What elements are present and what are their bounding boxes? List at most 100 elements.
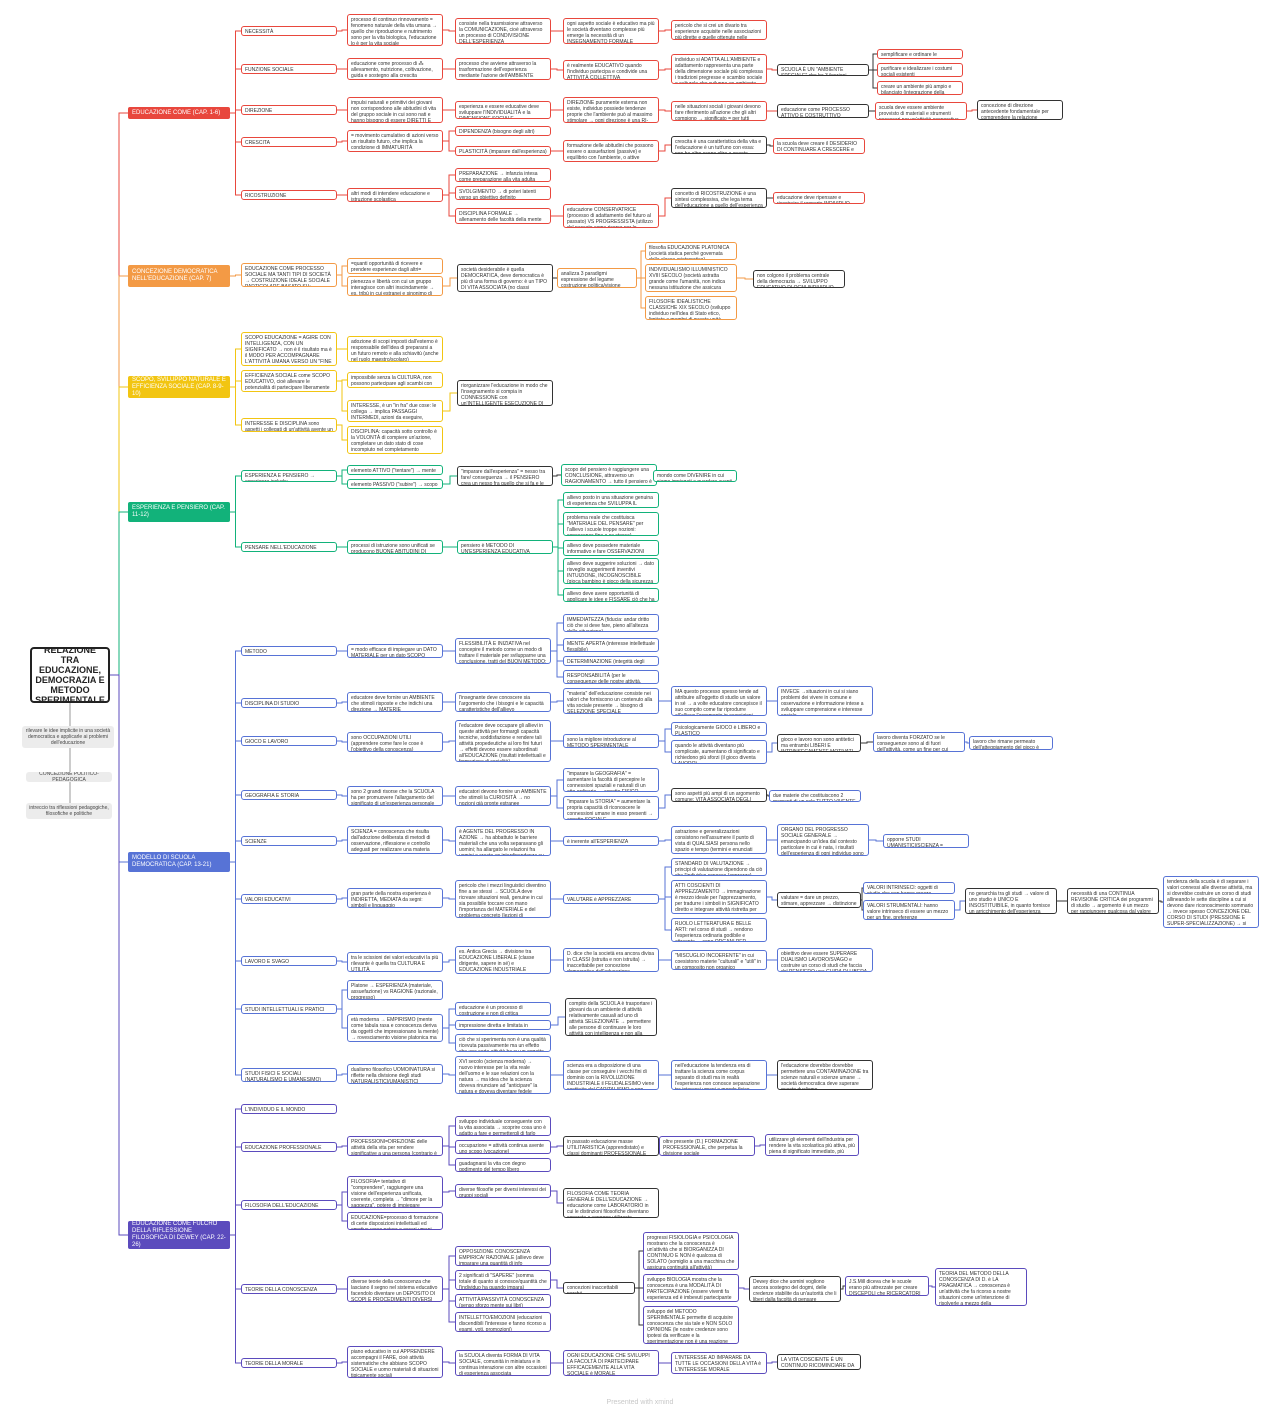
topic-r5b[interactable]: PREPARAZIONE → infanzia intesa come prep…	[455, 168, 551, 182]
topic-g6[interactable]: mondo come DIVENIRE in cui siamo impiega…	[653, 470, 737, 482]
branch-green[interactable]: ESPERIENZA E PENSIERO (CAP. 11-12)	[128, 502, 230, 522]
topic-y3[interactable]: INTERESSE E DISCIPLINA sono aspetti i co…	[241, 418, 337, 432]
topic-p2a[interactable]: PROFESSIONI=DIREZIONE delle attività del…	[347, 1136, 443, 1156]
topic-b7d[interactable]: "MISCUGLIO INCOERENTE" in cui coesistono…	[671, 950, 767, 970]
topic-b3b[interactable]: l'educatore deve occupare gli allievi in…	[455, 720, 551, 762]
topic-o5[interactable]: analizza 3 paradigmi espressione del leg…	[557, 268, 637, 288]
topic-b9[interactable]: STUDI FISICI E SOCIALI (NATURALISMO E UM…	[241, 1068, 337, 1082]
topic-r4c[interactable]: PLASTICITÀ (imparare dall'esperienza)	[455, 146, 551, 156]
topic-r5[interactable]: RICOSTRUZIONE	[241, 190, 337, 200]
topic-b4f[interactable]: due materie che costituiscono 2 momenti …	[769, 790, 861, 802]
topic-p4[interactable]: TEORIE DELLA CONOSCENZA	[241, 1284, 337, 1294]
topic-b3[interactable]: GIOCO E LAVORO	[241, 736, 337, 746]
topic-p4e[interactable]: Dewey dice che uomini vogliono ancora so…	[749, 1276, 841, 1302]
topic-r2f1[interactable]: semplificare e ordinare le disposizioni	[877, 49, 963, 59]
topic-p3b[interactable]: EDUCAZIONE=processo di formazione di cer…	[347, 1212, 443, 1230]
topic-y5[interactable]: impossibile senza la CULTURA, non posson…	[347, 372, 443, 388]
topic-o1[interactable]: EDUCAZIONE COME PROCESSO SOCIALE MA TANT…	[241, 263, 337, 287]
topic-b1c3[interactable]: DETERMINAZIONE (integrità degli scopi)	[563, 656, 659, 666]
topic-b4d[interactable]: "imparare la STORIA" = aumentare la prop…	[563, 796, 659, 820]
topic-b6b[interactable]: pericolo che i mezzi linguistici diventi…	[455, 880, 551, 918]
topic-r2e[interactable]: SCUOLA È UN "AMBIENTE SPECIALE" che ha 3…	[777, 64, 869, 76]
topic-r2a[interactable]: educazione come processo di ⁂ allevament…	[347, 58, 443, 80]
topic-p5e[interactable]: LA VITA COSCIENTE È UN CONTINUO RICOMINC…	[777, 1354, 861, 1370]
topic-p4a[interactable]: diverse teorie della conoscenza che lasc…	[347, 1276, 443, 1302]
topic-o8[interactable]: FILOSOFIE IDEALISTICHE CLASSICHE XIX SEC…	[645, 296, 737, 320]
topic-b2[interactable]: DISCIPLINA DI STUDIO	[241, 698, 337, 708]
topic-g1[interactable]: ESPERIENZA E PENSIERO → esperienza inclu…	[241, 470, 337, 482]
topic-y8[interactable]: riorganizzare l'educazione in modo che l…	[457, 380, 553, 406]
topic-g7[interactable]: PENSARE NELL'EDUCAZIONE	[241, 542, 337, 552]
topic-b1c4[interactable]: RESPONSABILITÀ (per le conseguenze delle…	[563, 670, 659, 684]
topic-p5b[interactable]: la SCUOLA diventa FORMA DI VITA SOCIALE,…	[455, 1350, 551, 1376]
topic-b3e[interactable]: quando le attività diventano più complic…	[671, 740, 767, 764]
topic-r1d[interactable]: pericolo che si crei un divario tra espe…	[671, 20, 767, 40]
topic-g8[interactable]: processi di istruzione sono unificati se…	[347, 540, 443, 554]
topic-b3c[interactable]: sono la migliore introduzione al METODO …	[563, 734, 659, 748]
topic-b6h[interactable]: VALORI INTRINSECI: oggetti di studio che…	[863, 882, 955, 894]
topic-g9[interactable]: pensiero è METODO DI UN'ESPERIENZA EDUCA…	[457, 540, 553, 554]
topic-g11[interactable]: problema reale che costituisca "MATERIAL…	[563, 512, 659, 536]
topic-b2d[interactable]: MA questo processo spesso tende ad attri…	[671, 686, 767, 716]
topic-p2b1[interactable]: sviluppo individuale conseguente con la …	[455, 1116, 551, 1136]
topic-b6d[interactable]: STANDARD DI VALUTAZIONE → principi di va…	[671, 858, 767, 876]
topic-r3b[interactable]: esperienza e essere educative deve svilu…	[455, 101, 551, 119]
topic-b9a[interactable]: dualismo filosofico UOMO/NATURA si rifle…	[347, 1064, 443, 1084]
topic-b6a[interactable]: gran parte della nostra esperienza è IND…	[347, 888, 443, 908]
topic-r2b[interactable]: processo che avviene attraverso la trasf…	[455, 58, 551, 80]
topic-b2e[interactable]: INVECE →situazioni in cui si siano probl…	[777, 686, 873, 716]
topic-b6c[interactable]: VALUTARE è APPREZZARE	[563, 894, 659, 904]
topic-g5[interactable]: scopo del pensiero è raggiungere una CON…	[561, 464, 657, 486]
topic-p4b3[interactable]: ATTIVITÀ/PASSIVITÀ CONOSCENZA (senso sfo…	[455, 1294, 551, 1308]
topic-g2[interactable]: elemento ATTIVO ("tentare") → mente	[347, 465, 443, 475]
topic-b9b[interactable]: XVI secolo (scienza moderna) → nuovo int…	[455, 1056, 551, 1094]
topic-p3c[interactable]: diverse filosofie per diversi interessi …	[455, 1184, 551, 1198]
topic-b2c[interactable]: "materia" dell'educazione consiste nei v…	[563, 688, 659, 714]
topic-b2b[interactable]: l'insegnante deve conoscere sia l'argome…	[455, 692, 551, 712]
topic-b6i[interactable]: VALORI STRUMENTALI: hanno valore intrins…	[863, 900, 955, 920]
topic-p4d2[interactable]: sviluppo BIOLOGIA mostra che la conoscen…	[643, 1274, 739, 1302]
topic-b7e[interactable]: obiettivo deve essere SUPERARE DUALISMO …	[777, 948, 873, 972]
topic-b8[interactable]: STUDI INTELLETTUALI E PRATICI	[241, 1004, 337, 1014]
topic-p4c[interactable]: concezioni inaccettabili perché	[563, 1282, 635, 1294]
topic-b6e[interactable]: ATTI COSCIENTI DI APPREZZAMENTO → immagi…	[671, 880, 767, 914]
topic-y4[interactable]: adozione di scopi imposti dall'esterno è…	[347, 336, 443, 362]
topic-p2d[interactable]: oltre presente (D.) FORMAZIONE PROFESSIO…	[659, 1136, 755, 1156]
topic-b1[interactable]: METODO	[241, 646, 337, 656]
topic-p4b2[interactable]: 2 significati di "SAPERE" (somma totale …	[455, 1270, 551, 1290]
topic-p2b3[interactable]: guadagnarsi la vita con degno godimento …	[455, 1158, 551, 1172]
topic-o9[interactable]: non colgono il problema centrale della d…	[753, 270, 845, 288]
topic-b8a[interactable]: Platone → ESPERIENZA (materiale, assuefa…	[347, 980, 443, 1000]
topic-b3f[interactable]: gioco e lavoro non sono antitetici ma en…	[777, 734, 861, 752]
side-note-2[interactable]: CONCEZIONE POLITICO-PEDAGOGICA	[26, 772, 112, 782]
topic-b1c2[interactable]: MENTE APERTA (interesse intellettuale fl…	[563, 638, 659, 652]
topic-p4f[interactable]: J.S.Mill diceva che le scuole erano più …	[845, 1276, 929, 1296]
topic-r2[interactable]: FUNZIONE SOCIALE	[241, 64, 337, 74]
topic-r5d[interactable]: DISCIPLINA FORMALE → allenamento delle f…	[455, 208, 551, 224]
topic-r4e[interactable]: crescita è una caratteristica della vita…	[671, 136, 767, 154]
topic-b8c[interactable]: educazione è un processo di costruzione …	[455, 1002, 551, 1016]
topic-b5d[interactable]: astrazione e generalizzazioni consistono…	[671, 826, 767, 854]
topic-p3d[interactable]: FILOSOFIA COME TEORIA GENERALE DELL'EDUC…	[563, 1188, 659, 1218]
topic-b6j[interactable]: no gerarchia tra gli studi → valore di u…	[965, 888, 1057, 914]
branch-orange[interactable]: CONCEZIONE DEMOCRATICA NELL'EDUCAZIONE (…	[128, 265, 230, 287]
topic-r2c[interactable]: è realmente EDUCATIVO quando l'individuo…	[563, 60, 659, 80]
topic-p5[interactable]: TEORIE DELLA MORALE	[241, 1358, 337, 1368]
topic-p4b1[interactable]: OPPOSIZIONE CONOSCENZA EMPIRICA/ RAZIONA…	[455, 1246, 551, 1266]
topic-b8d[interactable]: impressione diretta e limitata in estens…	[455, 1020, 551, 1030]
topic-r2d[interactable]: individuo si ADATTA ALL'AMBIENTE e adatt…	[671, 54, 767, 84]
topic-b6f[interactable]: RUOLO LETTERATURA E BELLE ARTI: nel cors…	[671, 918, 767, 942]
topic-b4[interactable]: GEOGRAFIA E STORIA	[241, 790, 337, 800]
topic-b4a[interactable]: sono 2 grandi risorse che la SCUOLA ha p…	[347, 786, 443, 806]
topic-b3a[interactable]: sono OCCUPAZIONI UTILI (apprendere come …	[347, 732, 443, 752]
topic-r3e[interactable]: educazione come PROCESSO ATTIVO E COSTRU…	[777, 104, 869, 118]
side-note-1[interactable]: rilevare le idee implicite in una societ…	[22, 726, 114, 748]
topic-p4g[interactable]: TEORIA DEL METODO DELLA CONOSCENZA DI D.…	[935, 1268, 1027, 1306]
topic-b1b[interactable]: FLESSIBILITÀ E INIZIATIVA nel concepire …	[455, 638, 551, 664]
topic-b1c1[interactable]: IMMEDIATEZZA (fiducia: andar dritto ciò …	[563, 614, 659, 632]
topic-p5a[interactable]: piano educativo in cui APPRENDERE accomp…	[347, 1346, 443, 1378]
topic-r4d[interactable]: formazione delle abitudini che possono e…	[563, 140, 659, 162]
topic-b7c[interactable]: D. dice che la società era ancora divisa…	[563, 948, 659, 972]
topic-b3d[interactable]: Psicologicamente GIOCO è LIBERO e PLASTI…	[671, 722, 767, 736]
branch-yellow[interactable]: SCOPO, SVILUPPO NATURALE E EFFICIENZA SO…	[128, 376, 230, 398]
